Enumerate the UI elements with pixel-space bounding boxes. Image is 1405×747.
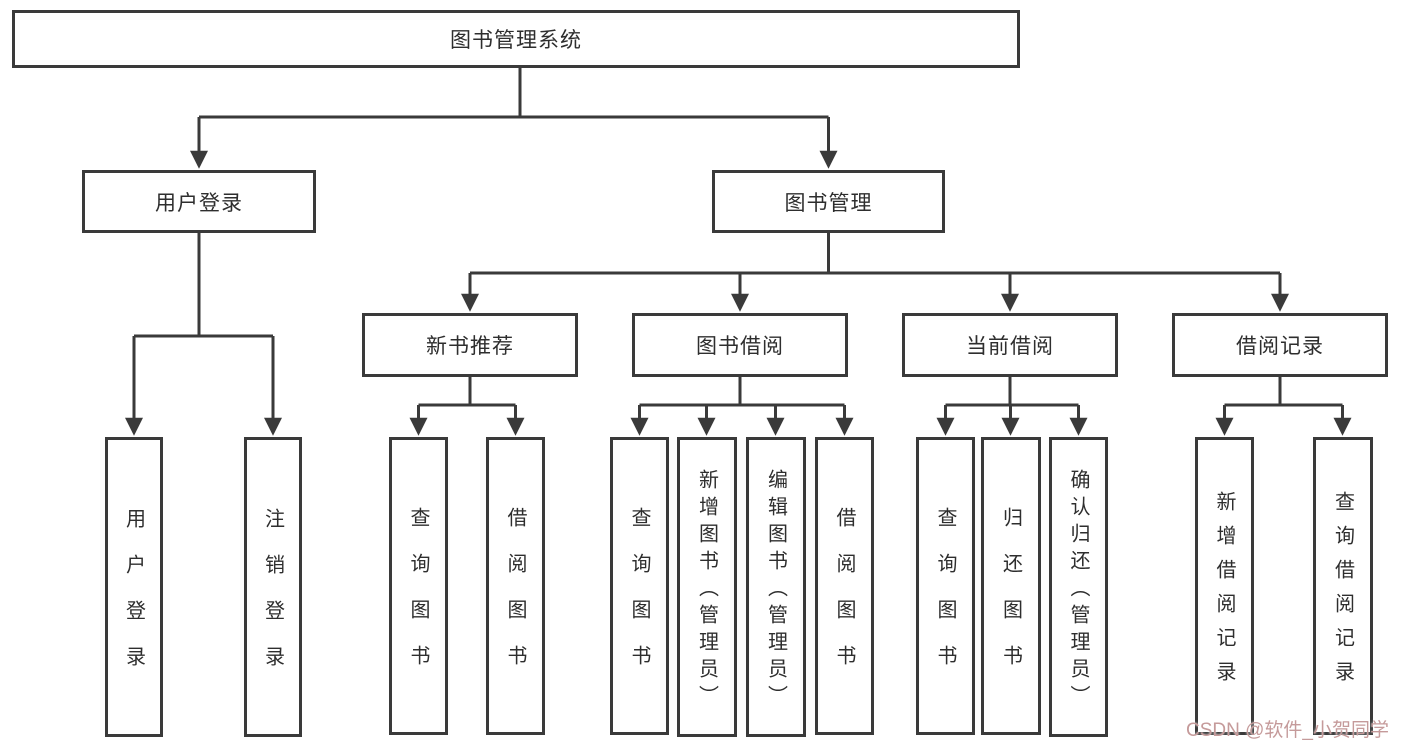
leaf-newrec-query-books-label: 查询图书 — [407, 507, 429, 691]
leaf-newrec-borrow-books: 借阅图书 — [486, 437, 545, 735]
leaf-user-login: 用户登录 — [105, 437, 163, 737]
leaf-record-query-borrow-record: 查询借阅记录 — [1313, 437, 1373, 735]
leaf-borrow-add-books-admin-label: 新增图书（管理员） — [695, 469, 718, 712]
node-current-borrow-label: 当前借阅 — [966, 335, 1054, 358]
leaf-borrow-edit-books-admin-label: 编辑图书（管理员） — [764, 469, 787, 712]
leaf-current-query-books: 查询图书 — [916, 437, 975, 735]
node-user-login-label: 用户登录 — [155, 191, 243, 215]
leaf-logout: 注销登录 — [244, 437, 302, 737]
node-borrow-record: 借阅记录 — [1172, 313, 1388, 377]
leaf-borrow-query-books: 查询图书 — [610, 437, 669, 735]
leaf-borrow-query-books-label: 查询图书 — [628, 507, 650, 691]
leaf-current-return-books-label: 归还图书 — [999, 507, 1022, 691]
node-current-borrow: 当前借阅 — [902, 313, 1118, 377]
leaf-record-add-borrow-record: 新增借阅记录 — [1195, 437, 1254, 735]
leaf-logout-label: 注销登录 — [261, 508, 284, 692]
leaf-borrow-add-books-admin: 新增图书（管理员） — [677, 437, 737, 737]
leaf-user-login-label: 用户登录 — [122, 508, 145, 692]
leaf-record-query-borrow-record-label: 查询借阅记录 — [1331, 491, 1354, 695]
node-root: 图书管理系统 — [12, 10, 1020, 68]
node-book-management-label: 图书管理 — [784, 191, 873, 215]
node-book-borrow-label: 图书借阅 — [696, 335, 784, 358]
leaf-borrow-edit-books-admin: 编辑图书（管理员） — [746, 437, 806, 737]
leaf-newrec-borrow-books-label: 借阅图书 — [504, 507, 526, 691]
leaf-current-confirm-return-admin-label: 确认归还（管理员） — [1067, 469, 1089, 712]
leaf-borrow-borrow-books: 借阅图书 — [815, 437, 874, 735]
leaf-newrec-query-books: 查询图书 — [389, 437, 448, 735]
node-borrow-record-label: 借阅记录 — [1236, 335, 1324, 358]
node-user-login: 用户登录 — [82, 170, 316, 233]
node-book-management: 图书管理 — [712, 170, 945, 233]
leaf-borrow-borrow-books-label: 借阅图书 — [833, 507, 855, 691]
leaf-record-add-borrow-record-label: 新增借阅记录 — [1213, 491, 1235, 695]
leaf-current-query-books-label: 查询图书 — [934, 507, 956, 691]
node-root-label: 图书管理系统 — [450, 29, 582, 52]
leaf-current-confirm-return-admin: 确认归还（管理员） — [1049, 437, 1108, 737]
node-new-book-recommend: 新书推荐 — [362, 313, 578, 377]
leaf-current-return-books: 归还图书 — [981, 437, 1041, 735]
node-book-borrow: 图书借阅 — [632, 313, 848, 377]
node-new-book-recommend-label: 新书推荐 — [426, 335, 514, 358]
csdn-watermark: CSDN @软件_小贺同学 — [1186, 720, 1389, 741]
